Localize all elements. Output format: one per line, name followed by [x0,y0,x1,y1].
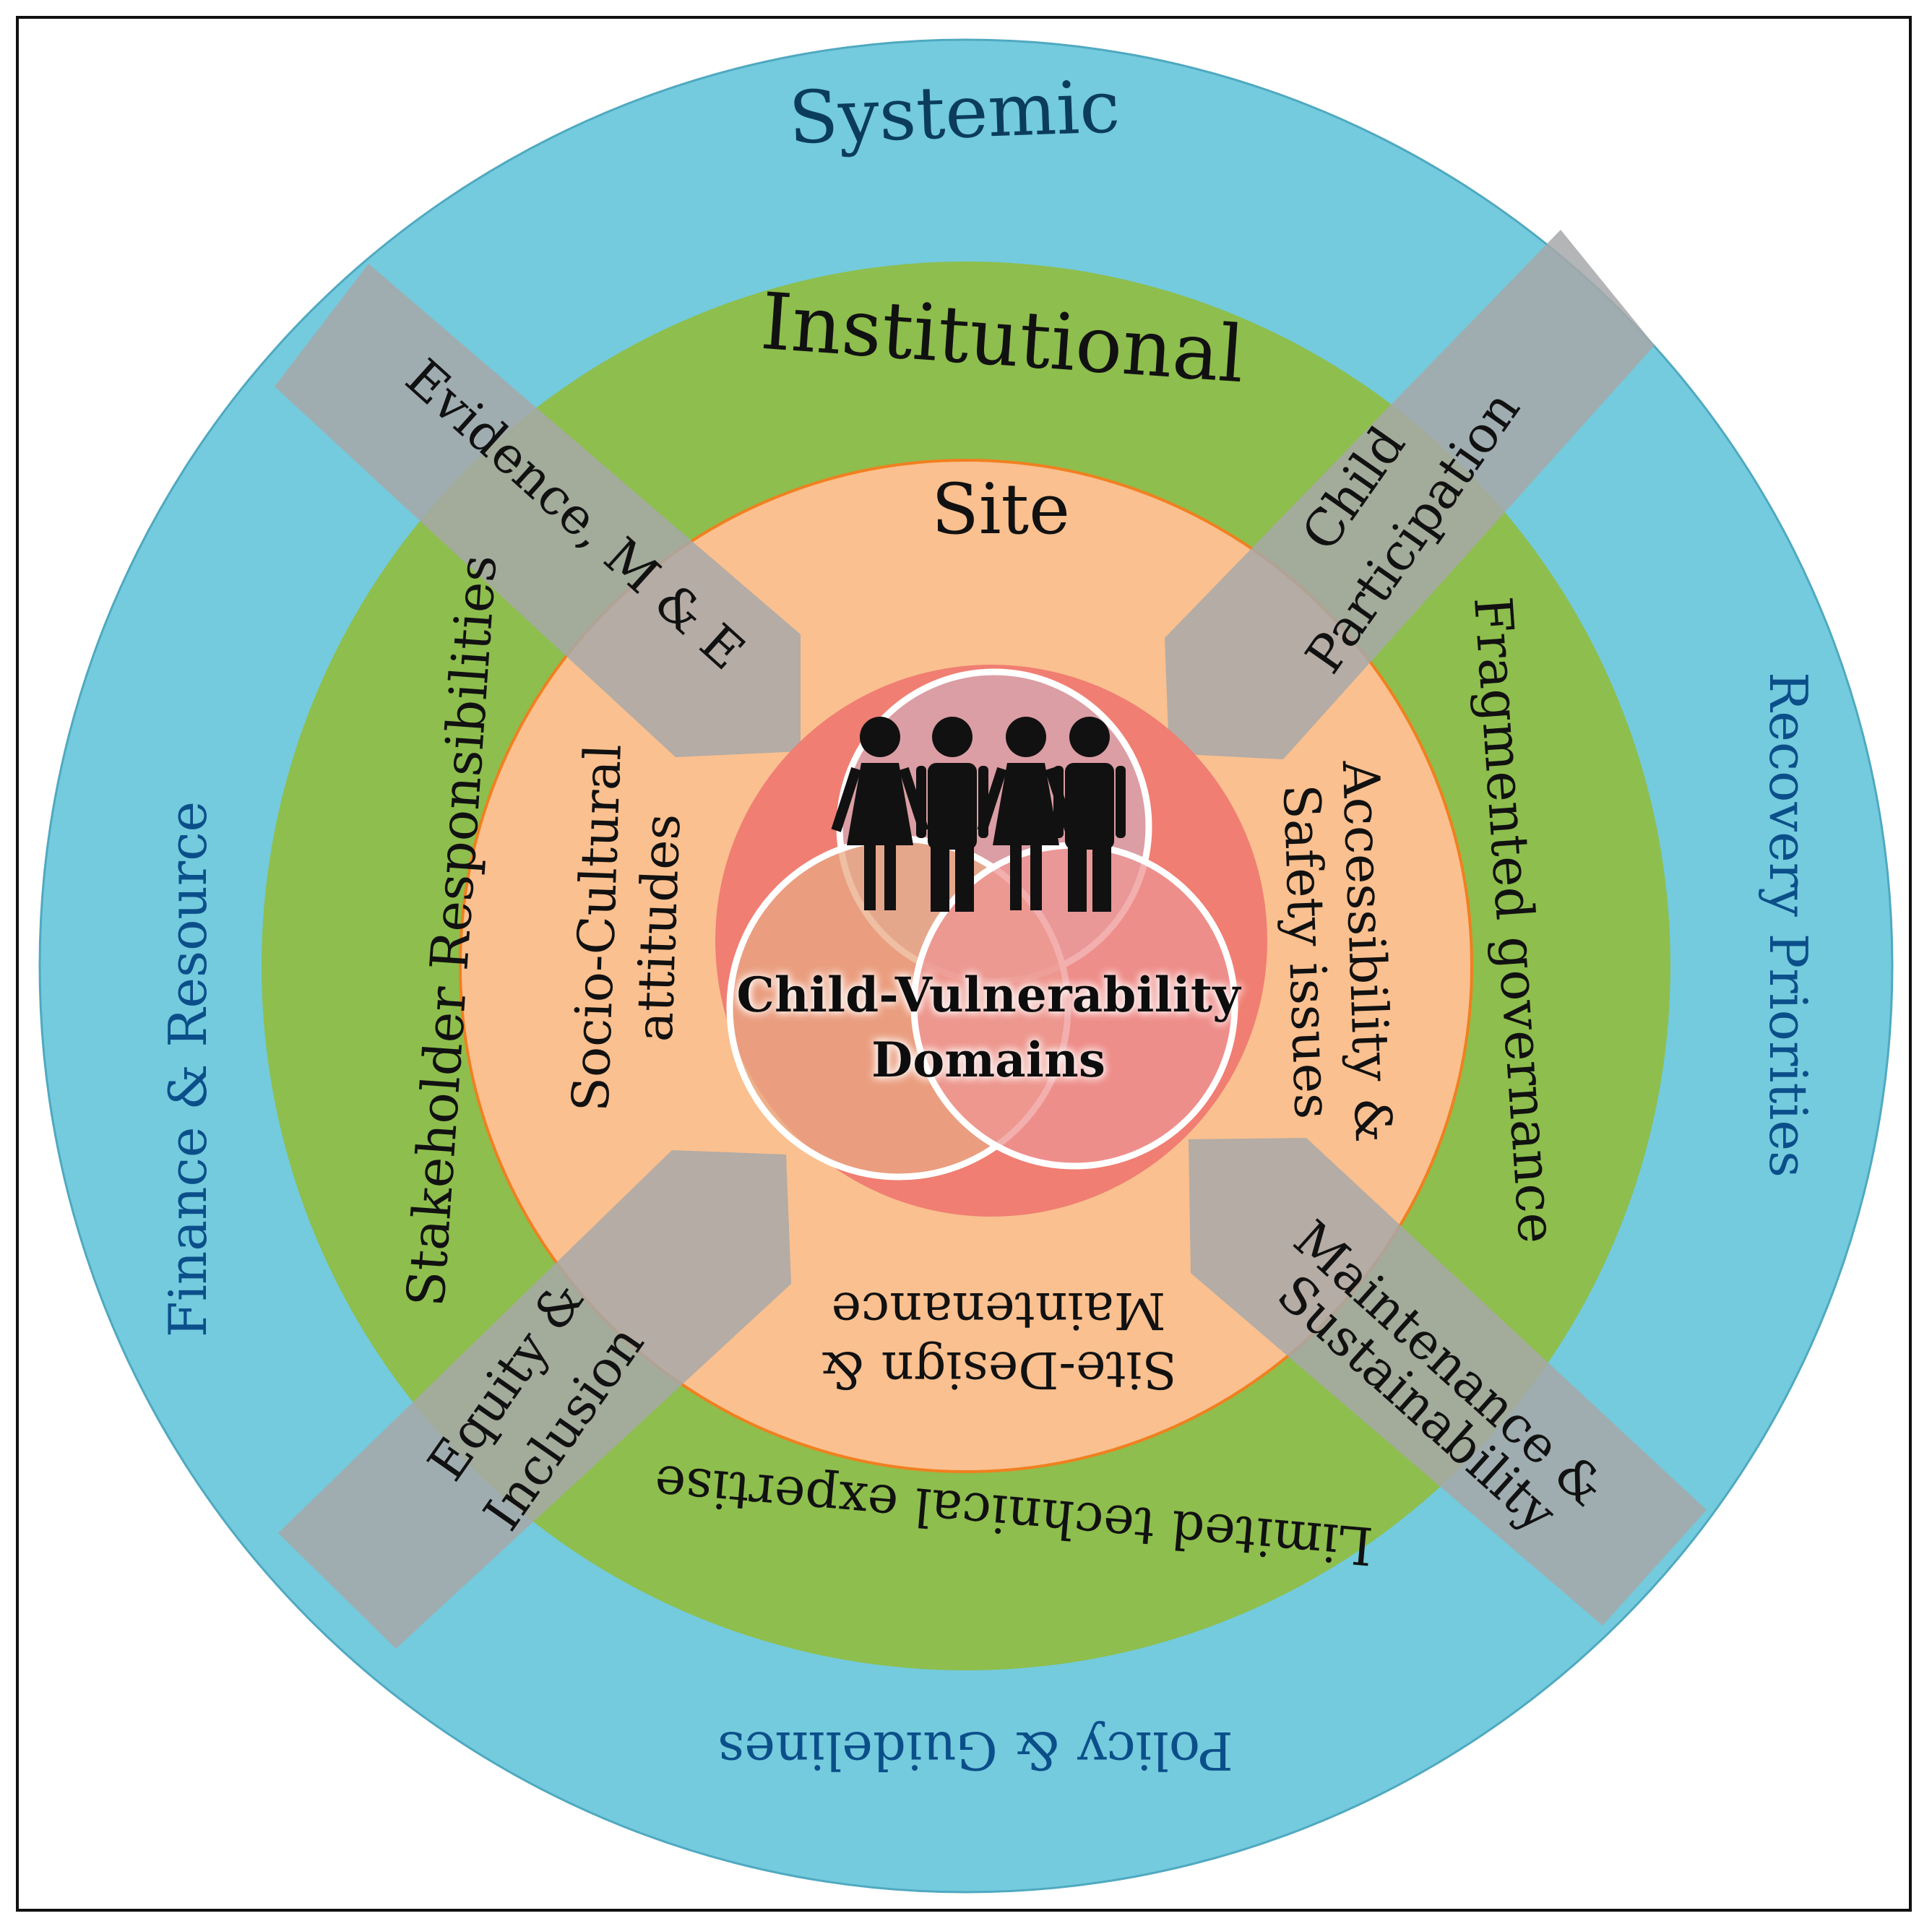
site-design-maintenance-label: Site-Design & Maintenance [820,1281,1177,1399]
arrow-maintenance-sustainability [1189,1138,1707,1626]
children-group-icon [831,717,1126,912]
policy-guidelines-label: Policy & Guidelines [717,1720,1233,1781]
recovery-priorities-label: Recovery Priorities [1758,672,1819,1178]
site-title: Site [931,469,1070,550]
site-design-line: Site-Design & [820,1340,1177,1399]
core-title-line1: Child-Vulnerability [736,967,1241,1023]
maintenance-line: Maintenance [832,1281,1166,1340]
socio-cultural-line: Socio-Cultural [561,743,633,1113]
accessibility-line: Accessibility & [1331,759,1403,1143]
socio-cultural-attitudes-label: Socio-Cultural attitudes [561,743,691,1113]
arrow-child-participation [1165,230,1655,759]
attitudes-line: attitudes [625,813,692,1043]
safety-issues-line: Safety issues [1272,783,1342,1120]
finance-resource-label: Finance & Resource [158,801,218,1337]
arrow-evidence-me [275,264,801,757]
arrow-equity-inclusion [278,1150,791,1649]
systemic-title: Systemic [788,64,1121,160]
accessibility-safety-label: Accessibility & Safety issues [1272,759,1403,1143]
core-title-line2: Domains [871,1032,1105,1088]
